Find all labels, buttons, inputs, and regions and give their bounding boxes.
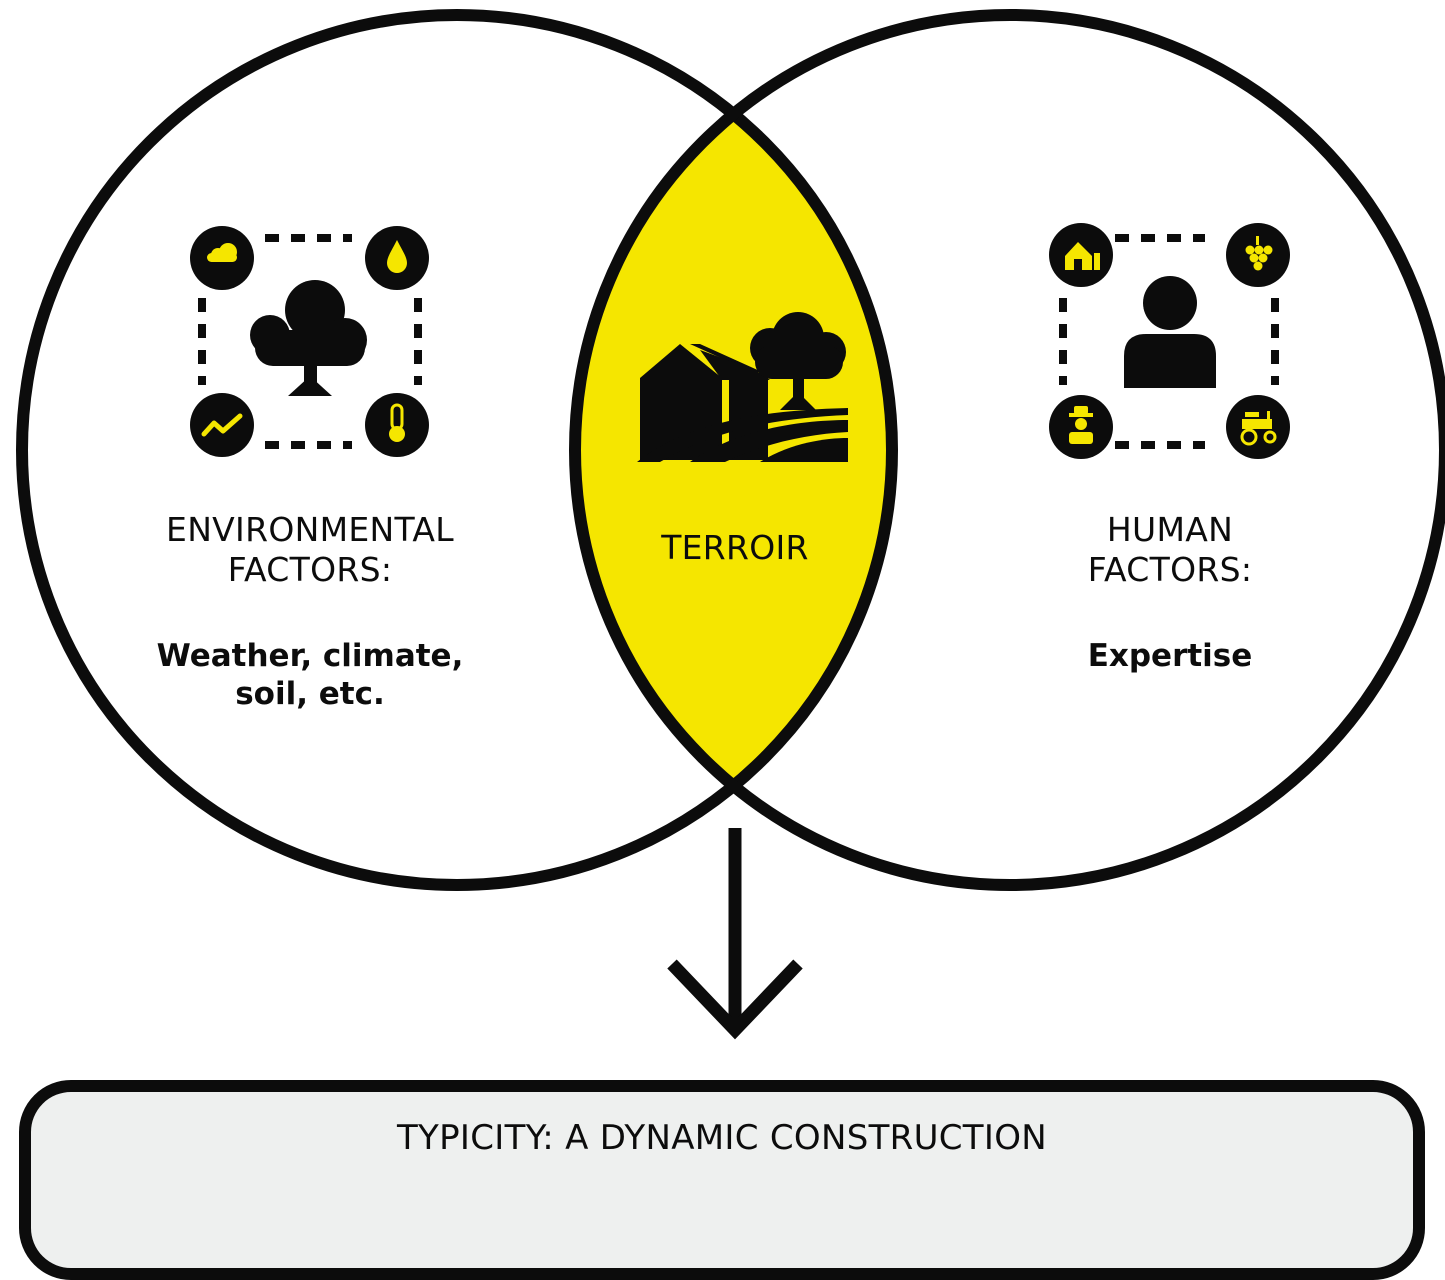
human-factors-heading: HUMAN FACTORS: — [1087, 510, 1253, 590]
farmer-icon — [1049, 395, 1113, 459]
terroir-label: TERROIR — [661, 528, 809, 567]
tractor-icon — [1226, 395, 1290, 459]
thermometer-icon — [365, 393, 429, 457]
environmental-factors-heading: ENVIRONMENTAL FACTORS: — [166, 510, 454, 590]
trend-line-icon — [190, 393, 254, 457]
person-icon — [1124, 276, 1216, 388]
water-drop-icon — [365, 226, 429, 290]
venn-diagram — [16, 9, 1445, 1040]
grapes-icon — [1226, 223, 1290, 287]
arrow-head — [667, 959, 803, 1040]
human-circle — [569, 9, 1445, 891]
environmental-circle — [16, 9, 898, 891]
environmental-icon-cluster — [190, 226, 429, 457]
typicity-box — [19, 1080, 1425, 1280]
environmental-factors-detail: Weather, climate, soil, etc. — [156, 638, 464, 712]
human-icon-cluster — [1049, 223, 1290, 459]
typicity-label: TYPICITY: A DYNAMIC CONSTRUCTION — [396, 1118, 1047, 1158]
human-factors-detail: Expertise — [1087, 638, 1253, 674]
cloud-icon — [190, 226, 254, 290]
tree-icon — [250, 280, 367, 396]
farm-landscape-icon — [637, 312, 848, 462]
terroir-intersection — [575, 15, 892, 885]
farmhouse-icon — [1049, 223, 1113, 287]
